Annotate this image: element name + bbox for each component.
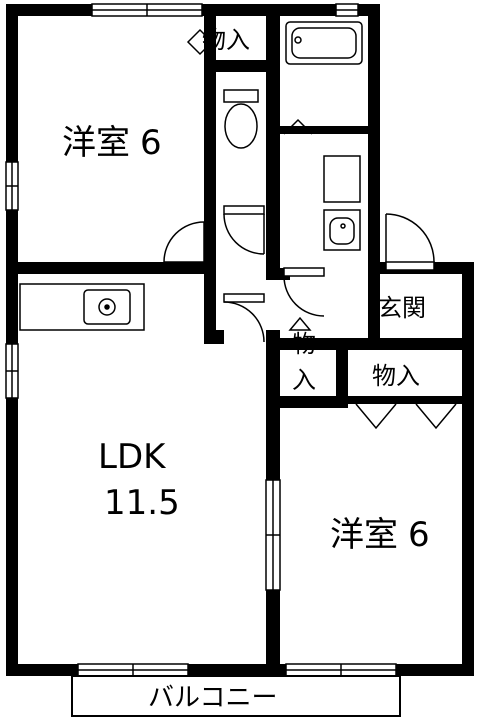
- fixtures: [19, 21, 363, 331]
- balcony: [71, 675, 401, 717]
- western-room-bottom-name: 洋室: [330, 515, 398, 555]
- washbasin-icon: [323, 209, 361, 251]
- interior-walls: [6, 4, 474, 676]
- storage-top-label: 物入: [202, 26, 250, 54]
- balcony-label: バルコニー: [148, 683, 277, 713]
- storage-right-label: 物入: [372, 362, 420, 390]
- entrance-label: 玄関: [378, 294, 426, 322]
- toilet-icon: [223, 89, 259, 149]
- kitchen-counter-icon: [19, 283, 145, 331]
- western-room-top-size: 6: [140, 123, 162, 163]
- western-room-top-name: 洋室: [62, 123, 130, 163]
- doors: [163, 28, 457, 430]
- washer-icon: [323, 155, 361, 203]
- western-room-bottom-size: 6: [408, 515, 430, 555]
- ldk-name: LDK: [98, 437, 167, 477]
- windows: [5, 3, 397, 677]
- storage-middle-top-label: 物: [292, 330, 316, 358]
- ldk-size: 11.5: [104, 483, 180, 523]
- storage-middle-bottom-label: 入: [292, 366, 316, 394]
